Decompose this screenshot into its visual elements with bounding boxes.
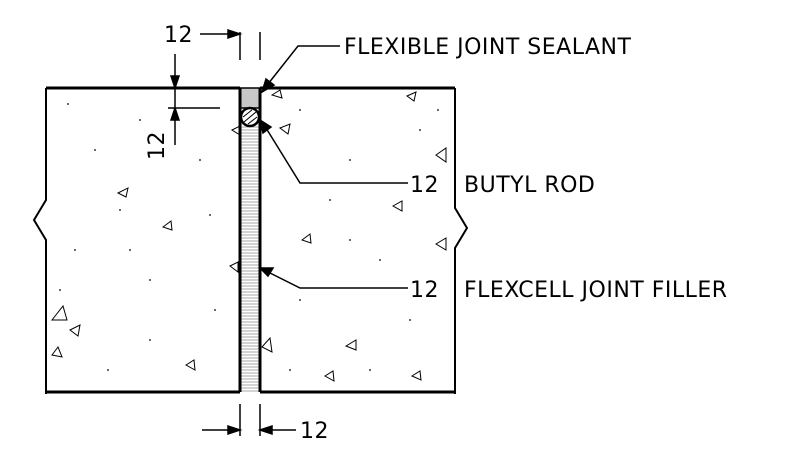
butyl-rod-leader xyxy=(258,118,408,184)
joint-filler-label: FLEXCELL JOINT FILLER xyxy=(464,278,728,303)
joint-filler-leader xyxy=(258,267,408,289)
butyl-rod-size: 12 xyxy=(410,173,439,198)
sealant-depth-dimension xyxy=(168,54,240,145)
butyl-rod xyxy=(239,106,261,128)
flexible-joint-sealant xyxy=(239,87,261,109)
sealant-leader xyxy=(260,45,340,94)
joint-filler-size: 12 xyxy=(410,278,439,303)
concrete-speckle-pattern xyxy=(59,103,439,371)
sealant-label: FLEXIBLE JOINT SEALANT xyxy=(344,35,631,60)
butyl-rod-label: BUTYL ROD xyxy=(464,173,595,198)
bottom-dimension-value: 12 xyxy=(300,419,329,444)
concrete-aggregate-pattern xyxy=(50,89,447,382)
concrete-slab-left xyxy=(32,88,47,394)
flexcell-joint-filler xyxy=(240,122,260,392)
top-width-dimension xyxy=(200,28,261,60)
concrete-slab-right xyxy=(454,88,469,394)
top-dimension-value: 12 xyxy=(164,23,193,48)
bottom-width-dimension xyxy=(202,404,296,436)
sealant-depth-value: 12 xyxy=(145,131,170,160)
